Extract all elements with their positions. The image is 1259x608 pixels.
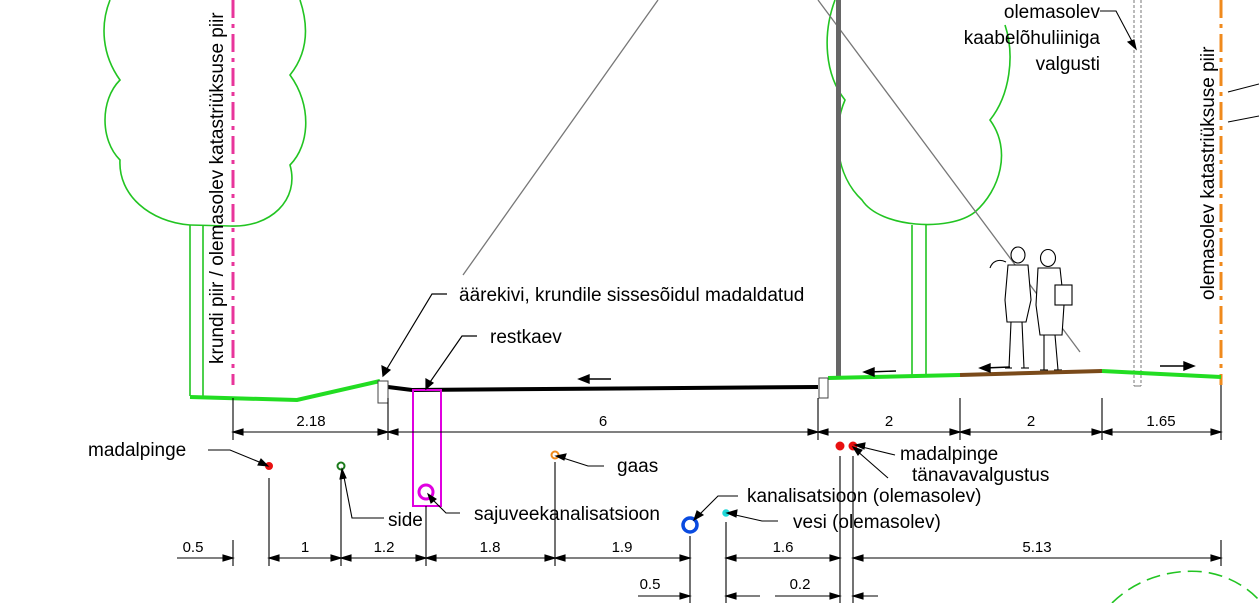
drain-well bbox=[412, 389, 442, 507]
callout-lamp-line2: kaabelõhuliiniga bbox=[964, 28, 1101, 49]
curb-stone-right bbox=[818, 377, 829, 399]
dim-bottom-4: 1.9 bbox=[612, 539, 633, 556]
tree-right bbox=[826, 0, 1011, 376]
callout-curb-label: äärekivi, krundile sissesõidul madaldatu… bbox=[459, 285, 804, 306]
low-voltage-marker-right bbox=[834, 440, 846, 452]
lamp-pole-dashed bbox=[1133, 0, 1142, 387]
dim-top-4: 1.65 bbox=[1146, 413, 1175, 430]
telecom-marker bbox=[336, 461, 346, 471]
gas-label: gaas bbox=[617, 456, 658, 477]
boundary-label-right: olemasolev katastriüksuse piir bbox=[1198, 46, 1219, 300]
dim-top-1: 6 bbox=[599, 413, 607, 430]
callout-lamp-line1: olemasolev bbox=[1004, 2, 1101, 23]
water-label: vesi (olemasolev) bbox=[793, 512, 941, 533]
tree-left bbox=[103, 0, 307, 396]
low-voltage-label-right: madalpinge bbox=[900, 444, 998, 465]
grass-left bbox=[189, 379, 381, 403]
dimension-chain-top bbox=[231, 385, 1223, 440]
dim-lower-1: 0.2 bbox=[790, 576, 811, 593]
stormwater-pipe bbox=[417, 483, 435, 501]
dim-top-3: 2 bbox=[1027, 413, 1035, 430]
boundary-label-left: krundi piir / olemasolev katastriüksuse … bbox=[207, 12, 228, 364]
grass-right-1 bbox=[827, 373, 961, 380]
callout-drain-label: restkaev bbox=[490, 327, 562, 348]
callout-lamp bbox=[1100, 10, 1137, 51]
dim-bottom-0: 0.5 bbox=[183, 539, 204, 556]
road-surface bbox=[387, 385, 819, 393]
dim-bottom-2: 1.2 bbox=[374, 539, 395, 556]
pedestrians-figure bbox=[989, 246, 1073, 371]
callout-curb bbox=[381, 293, 447, 378]
dim-bottom-6: 5.13 bbox=[1022, 539, 1051, 556]
curb-stone-left bbox=[377, 380, 389, 404]
callout-lamp-line3: valgusti bbox=[1036, 54, 1100, 75]
dimension-chain-bottom bbox=[177, 456, 1223, 603]
gas-marker bbox=[550, 450, 560, 460]
gravel-path bbox=[959, 369, 1103, 377]
dim-top-0: 2.18 bbox=[296, 413, 325, 430]
slope-arrows bbox=[577, 360, 1196, 385]
lamp-post bbox=[836, 0, 841, 378]
right-edge-leaders bbox=[1227, 83, 1259, 123]
callout-drain bbox=[425, 335, 477, 391]
dimension-chain-lower bbox=[638, 592, 878, 600]
sewer-marker bbox=[681, 516, 699, 534]
dim-bottom-5: 1.6 bbox=[773, 539, 794, 556]
street-lighting-label: tänavavalgustus bbox=[912, 465, 1049, 486]
sewer-label: kanalisatsioon (olemasolev) bbox=[747, 486, 981, 507]
dim-lower-0: 0.5 bbox=[640, 576, 661, 593]
low-voltage-label-left: madalpinge bbox=[88, 440, 186, 461]
grass-right-2 bbox=[1101, 369, 1222, 379]
dim-top-2: 2 bbox=[885, 413, 893, 430]
tree-canopy-dashed bbox=[1111, 570, 1259, 604]
dim-bottom-1: 1 bbox=[301, 539, 309, 556]
stormwater-label: sajuveekanalisatsioon bbox=[474, 504, 660, 525]
ground-profile bbox=[189, 369, 1222, 403]
dim-bottom-3: 1.8 bbox=[480, 539, 501, 556]
telecom-label: side bbox=[388, 510, 423, 531]
utility-leaders bbox=[208, 442, 896, 522]
